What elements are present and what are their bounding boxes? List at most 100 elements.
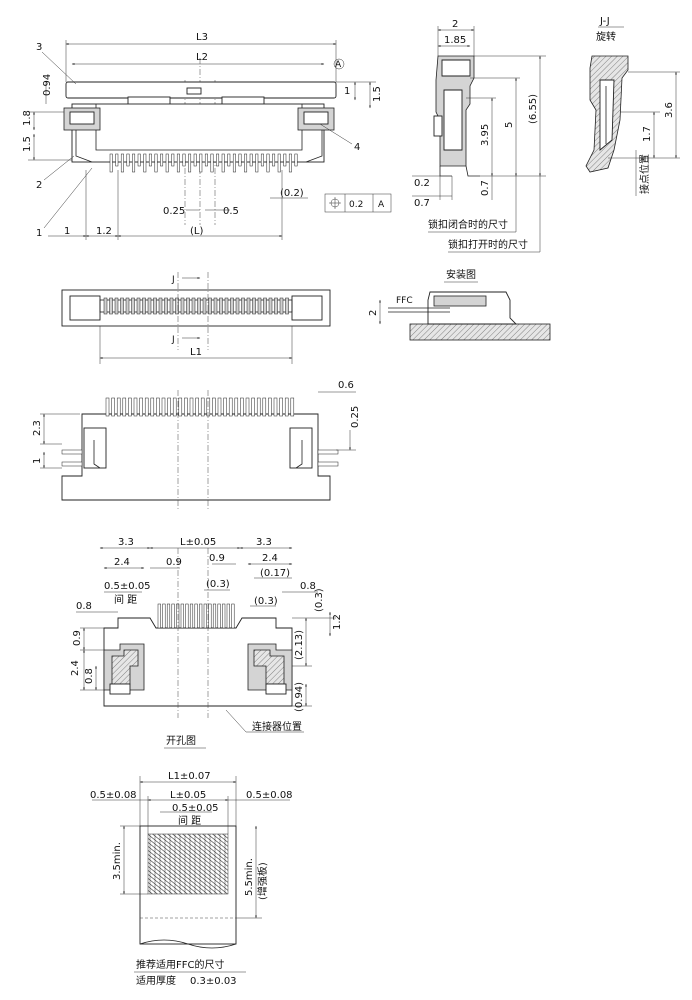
dim-ffc-0-5-right: 0.5±0.08 <box>246 790 293 801</box>
connector-pin <box>256 397 261 417</box>
connector-pin <box>167 397 171 417</box>
dim-side-2: 2 <box>452 19 458 30</box>
connector-pin <box>235 297 240 315</box>
circle-datum-icon <box>333 58 345 70</box>
connector-pin <box>184 397 188 417</box>
dim-front-0-25: 0.25 <box>350 406 361 428</box>
connector-pin <box>224 297 229 315</box>
dim-3-6: 3.6 <box>664 102 675 118</box>
connector-pin <box>175 297 179 315</box>
top-view-pins <box>109 153 298 173</box>
connector-pin <box>210 153 214 173</box>
dim-0-94: 0.94 <box>42 74 53 96</box>
connector-pin <box>133 397 138 417</box>
connector-pin <box>193 153 197 167</box>
connector-pin <box>277 153 281 173</box>
connector-pin <box>213 297 218 315</box>
connector-pin <box>263 297 267 315</box>
connector-pin <box>238 153 242 167</box>
connector-pin <box>105 397 110 417</box>
connector-pin <box>241 297 245 315</box>
dim-1-bottom: 1 <box>64 226 70 237</box>
connector-pin <box>200 397 205 417</box>
connector-pin <box>197 297 201 315</box>
section-mark-j-bottom: J <box>171 335 175 345</box>
dim-fp-0-8-right: 0.8 <box>300 581 316 592</box>
connector-pin <box>195 397 199 417</box>
footprint-view: 3.3 L±0.05 3.3 0.9 2.4 2.4 0.9 (0.17) 0.… <box>70 537 343 749</box>
connector-pin <box>268 297 273 315</box>
left-pad <box>103 643 145 691</box>
ffc-title: 推荐适用FFC的尺寸 <box>136 958 225 971</box>
middle-view-body <box>61 289 331 327</box>
connector-pin <box>206 397 211 417</box>
connector-pin <box>136 297 141 315</box>
section-j-j: J-J 旋转 3.6 1.7 接点位置 <box>585 16 680 196</box>
dim-0-2-side: 0.2 <box>414 178 430 189</box>
position-tolerance-icon <box>329 197 341 209</box>
connector-pin <box>169 297 174 315</box>
footprint-pad <box>157 603 161 629</box>
connector-pin <box>158 297 163 315</box>
connector-pin <box>266 153 270 173</box>
dim-0-2-paren: (0.2) <box>280 188 304 199</box>
connector-pin <box>240 397 244 417</box>
dim-fp-0-9-mid: 0.9 <box>209 553 225 564</box>
dim-1-2-bottom: 1.2 <box>96 226 112 237</box>
callout-2: 2 <box>36 180 42 191</box>
fp-pitch-label: 间 距 <box>114 593 137 606</box>
callout-4: 4 <box>354 142 360 153</box>
dim-fp-1-2: 1.2 <box>332 614 343 630</box>
right-pad <box>247 643 293 691</box>
connector-pin <box>144 397 149 417</box>
front-view-pins <box>105 397 295 417</box>
dim-ffc-l: L±0.05 <box>170 790 206 801</box>
connector-pin <box>191 297 196 315</box>
connector-pin <box>252 297 256 315</box>
connector-pin <box>285 297 289 315</box>
installation-view: 安装图 FFC 2 <box>368 268 551 341</box>
connector-pin <box>217 397 222 417</box>
connector-pin <box>180 297 185 315</box>
dim-fp-0-94: (0.94) <box>294 682 305 712</box>
ffc-install-label: FFC <box>396 296 413 306</box>
connector-pin <box>116 397 121 417</box>
dim-fp-0-9-side: 0.9 <box>72 630 83 646</box>
connector-pin <box>212 397 216 417</box>
connector-pin <box>111 397 115 417</box>
connector-pin <box>153 297 157 315</box>
connector-pin <box>246 297 251 315</box>
connector-pin <box>160 153 164 167</box>
connector-pin <box>131 297 135 315</box>
connector-pin <box>103 297 108 315</box>
connector-pin <box>223 397 227 417</box>
datum-a-label: A <box>335 60 342 70</box>
connector-pin <box>165 153 169 173</box>
connector-pin <box>199 153 203 173</box>
dim-0-25: 0.25 <box>163 206 185 217</box>
connector-pin <box>219 297 223 315</box>
connector-pin <box>245 397 250 417</box>
connector-pin <box>255 153 259 173</box>
footprint-pads <box>157 603 235 629</box>
connector-pin <box>294 153 298 167</box>
connector-pin <box>125 297 130 315</box>
dim-fp-pitch: 0.5±0.05 <box>104 581 151 592</box>
pcb-hatch <box>409 323 551 341</box>
dim-fp-0-8-left: 0.8 <box>76 601 92 612</box>
connector-pin <box>120 153 124 173</box>
connector-pin <box>120 297 124 315</box>
dim-l-paren: (L) <box>190 226 203 237</box>
position-tolerance-frame: 0.2 A <box>324 193 392 213</box>
footprint-pad <box>231 603 235 629</box>
ffc-conductors <box>147 833 229 895</box>
connector-pin <box>274 297 278 315</box>
connector-pin <box>257 297 262 315</box>
footprint-pad <box>217 603 221 629</box>
ffc-thickness-value: 0.3±0.03 <box>190 976 237 987</box>
connector-pin <box>260 153 264 167</box>
connector-pin <box>204 153 208 167</box>
connector-pin <box>171 153 175 167</box>
connector-pin <box>230 297 234 315</box>
note-lock-closed: 锁扣闭合时的尺寸 <box>428 218 508 231</box>
